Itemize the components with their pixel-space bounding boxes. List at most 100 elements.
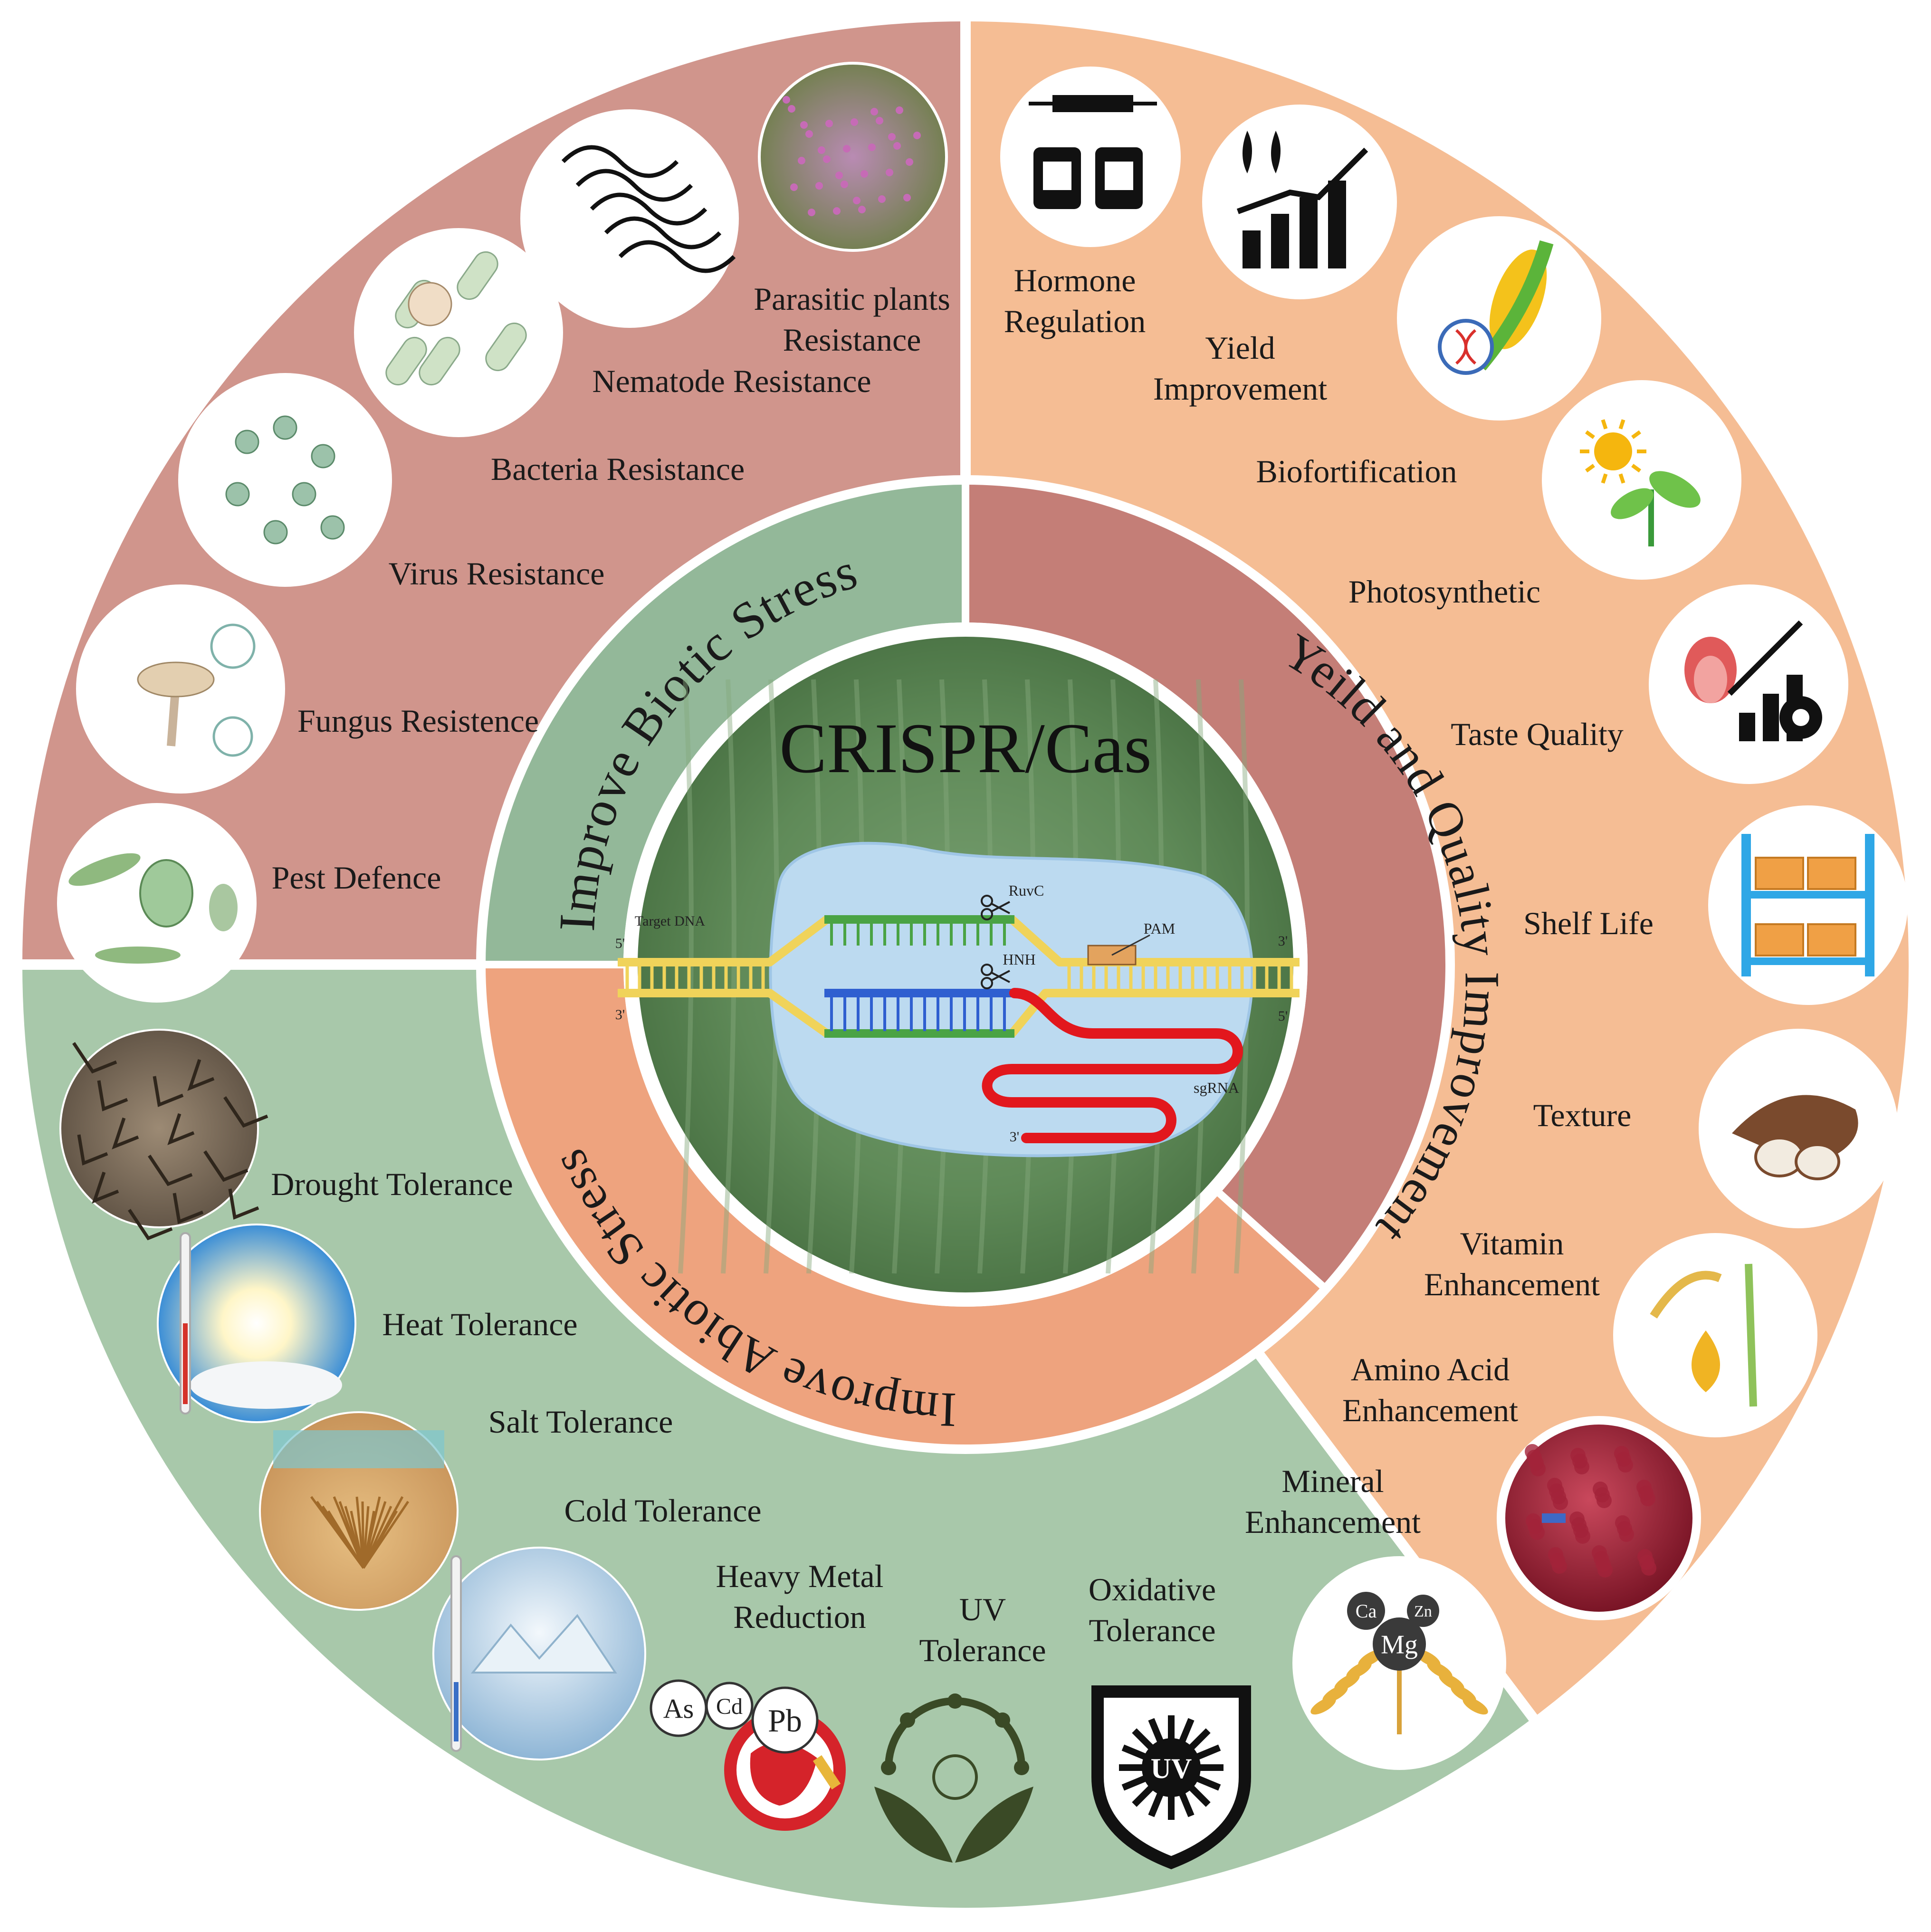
leaf-right: [955, 1787, 1033, 1863]
salt-icon-part: [362, 1501, 410, 1569]
parasitic-plant-icon: [758, 62, 948, 252]
grass-stroke: [678, 679, 694, 1274]
bacteria-icon-part: [419, 336, 460, 386]
sun-plant-icon-part: [1631, 464, 1641, 473]
scissor-blade: [991, 901, 1010, 912]
protein-icon-part: [1574, 1459, 1589, 1474]
target-dna-label: Target DNA: [635, 913, 705, 929]
hnh-scissors-icon: [981, 964, 1010, 989]
hormone-icon-part: [1043, 162, 1071, 190]
sun-plant-icon: [1542, 380, 1741, 580]
shelf-icon-part: [1865, 834, 1874, 976]
uv-glyph: UV: [1151, 1753, 1192, 1784]
mineral-glyph: Mg: [1381, 1630, 1418, 1660]
yield-label-line: Biofortification: [1256, 453, 1457, 489]
abiotic-label-line: Drought Tolerance: [271, 1166, 513, 1202]
uv-shield-icon: UV: [1091, 1685, 1251, 1869]
virus-icon-part: [225, 482, 250, 507]
parasitic-plant-icon-part: [868, 143, 876, 151]
yield-label: Texture: [1533, 1097, 1632, 1133]
yield-label: Biofortification: [1256, 453, 1457, 489]
element-circle: [751, 1686, 819, 1754]
sun-plant-icon-part: [1601, 419, 1608, 430]
hormone-icon: [1000, 67, 1181, 247]
yield-label-line: Vitamin: [1460, 1225, 1564, 1262]
yield-chart-icon-part: [1243, 131, 1281, 173]
uv-dot: [881, 1760, 896, 1775]
drought-icon-part: [72, 1042, 117, 1074]
sun-ray: [1189, 1728, 1211, 1750]
cold-icon-part: [434, 1549, 644, 1759]
uv-leaf-icon: [874, 1693, 1033, 1863]
mineral-icon-part: [1347, 1592, 1385, 1630]
drought-icon-part: [97, 1080, 128, 1111]
parasitic-plant-icon-part: [878, 195, 886, 203]
sun-ray: [1148, 1792, 1164, 1817]
fungus-icon-part: [210, 623, 256, 669]
parasitic-plant-icon-part: [835, 172, 843, 179]
parasitic-plant-icon-part: [853, 197, 860, 204]
parasitic-plant-icon-part: [888, 133, 896, 141]
uv-dot: [900, 1712, 915, 1728]
sun-plant-icon-part: [1618, 473, 1625, 484]
sun-plant-icon-part: [1585, 464, 1595, 473]
texture-icon: [1699, 1029, 1898, 1228]
drought-icon-part: [167, 1113, 195, 1146]
magnifier-handle: [813, 1755, 841, 1790]
nematode-icon-part: [590, 192, 707, 226]
uv-dot: [995, 1712, 1010, 1728]
yield-ring: [966, 485, 1445, 1286]
yield-chart-icon-part: [1271, 214, 1289, 268]
scissor-blade: [991, 970, 1010, 981]
shelf-icon-part: [1751, 891, 1865, 899]
protein-icon-part: [1575, 1529, 1590, 1544]
element-glyph: Cd: [716, 1694, 743, 1719]
yield-chart-icon-part: [1236, 147, 1368, 214]
sun-plant-icon-part: [1618, 419, 1625, 430]
shelf-icon: [1708, 805, 1908, 1005]
protein-icon-part: [1640, 1491, 1655, 1506]
abiotic-label-line: Oxidative: [1089, 1571, 1216, 1607]
shelf-icon-part: [1741, 834, 1751, 976]
drought-icon-part: [203, 1150, 249, 1182]
sun-ray: [1196, 1775, 1221, 1791]
abiotic-label-line: Heavy Metal: [716, 1558, 883, 1594]
abiotic-label: Drought Tolerance: [271, 1166, 513, 1202]
protein-icon-part: [1641, 1560, 1656, 1576]
molecule: [932, 1754, 978, 1800]
sun-ray: [1132, 1728, 1154, 1750]
center-title: CRISPR/Cas: [779, 709, 1152, 788]
parasitic-plant-icon-part: [893, 142, 901, 150]
nematode-icon: [520, 109, 739, 328]
abiotic-label-line: Reduction: [733, 1599, 866, 1635]
bacteria-icon-part: [385, 336, 427, 386]
fungus-icon: [76, 584, 285, 794]
icon-bg: [1708, 805, 1908, 1005]
taste-icon: [1649, 584, 1848, 784]
yield-label-line: Regulation: [1004, 303, 1146, 339]
salt-icon-part: [327, 1510, 365, 1569]
mineral-icon-part: [1407, 1595, 1439, 1627]
three-prime-right-label: 3': [1278, 933, 1288, 949]
drought-icon-part: [61, 1031, 257, 1226]
element-glyph: Pb: [768, 1702, 802, 1739]
abiotic-label-line: Tolerance: [919, 1632, 1046, 1668]
parasitic-plant-icon-part: [808, 209, 815, 216]
yield-label-line: Yield: [1205, 330, 1275, 366]
biotic-label: Pest Defence: [272, 860, 441, 896]
sgrna-label: sgRNA: [1194, 1079, 1239, 1096]
grass-stroke: [721, 679, 736, 1274]
hormone-icon-part: [1105, 162, 1133, 190]
cold-icon-part: [470, 1614, 617, 1674]
sun-plant-icon-part: [1594, 432, 1632, 470]
nematode-icon-part: [604, 216, 722, 249]
virus-icon: [178, 373, 392, 587]
three-prime-end-label: 3': [1010, 1129, 1019, 1145]
mineral-glyph: Ca: [1356, 1600, 1377, 1622]
scissor-blade: [991, 972, 1010, 983]
element-glyph: As: [663, 1693, 694, 1724]
